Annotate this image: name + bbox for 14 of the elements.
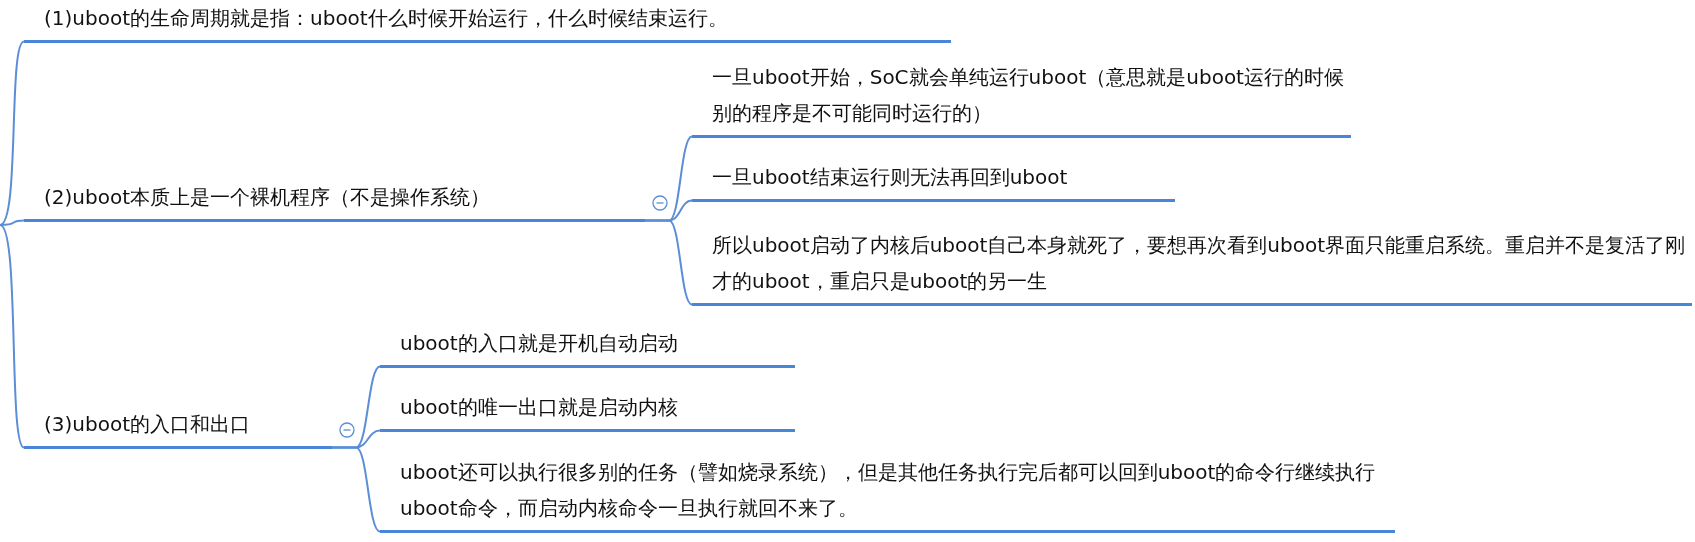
branch-line bbox=[644, 219, 693, 306]
topic-text: (3)uboot的入口和出口 bbox=[44, 411, 251, 438]
topic-text: 一旦uboot开始，SoC就会单纯运行uboot（意思就是uboot运行的时候别的程序是不可能同时运行的） bbox=[712, 64, 1345, 127]
topic-text: uboot的入口就是开机自动启动 bbox=[400, 330, 679, 357]
topic-text: uboot的唯一出口就是启动内核 bbox=[400, 394, 679, 421]
branch-line bbox=[0, 219, 25, 226]
topic-text: (1)uboot的生命周期就是指：uboot什么时候开始运行，什么时候结束运行。 bbox=[44, 5, 729, 32]
branch-line bbox=[0, 40, 25, 226]
topic-text: 一旦uboot结束运行则无法再回到uboot bbox=[712, 164, 1069, 191]
branch-line bbox=[0, 224, 25, 449]
topic-text: uboot还可以执行很多别的任务（譬如烧录系统），但是其他任务执行完后都可以回到uboot的命令行继续执行uboot命令，而启动内核命令一旦执行就回不来了。 bbox=[400, 459, 1377, 522]
branch-line bbox=[331, 446, 381, 533]
topic-text: 所以uboot启动了内核后uboot自己本身就死了，要想再次看到uboot界面只能重启系统。重启并不是复活了刚才的uboot，重启只是uboot的另一生 bbox=[712, 232, 1687, 295]
topic-text: (2)uboot本质上是一个裸机程序（不是操作系统） bbox=[44, 184, 491, 211]
